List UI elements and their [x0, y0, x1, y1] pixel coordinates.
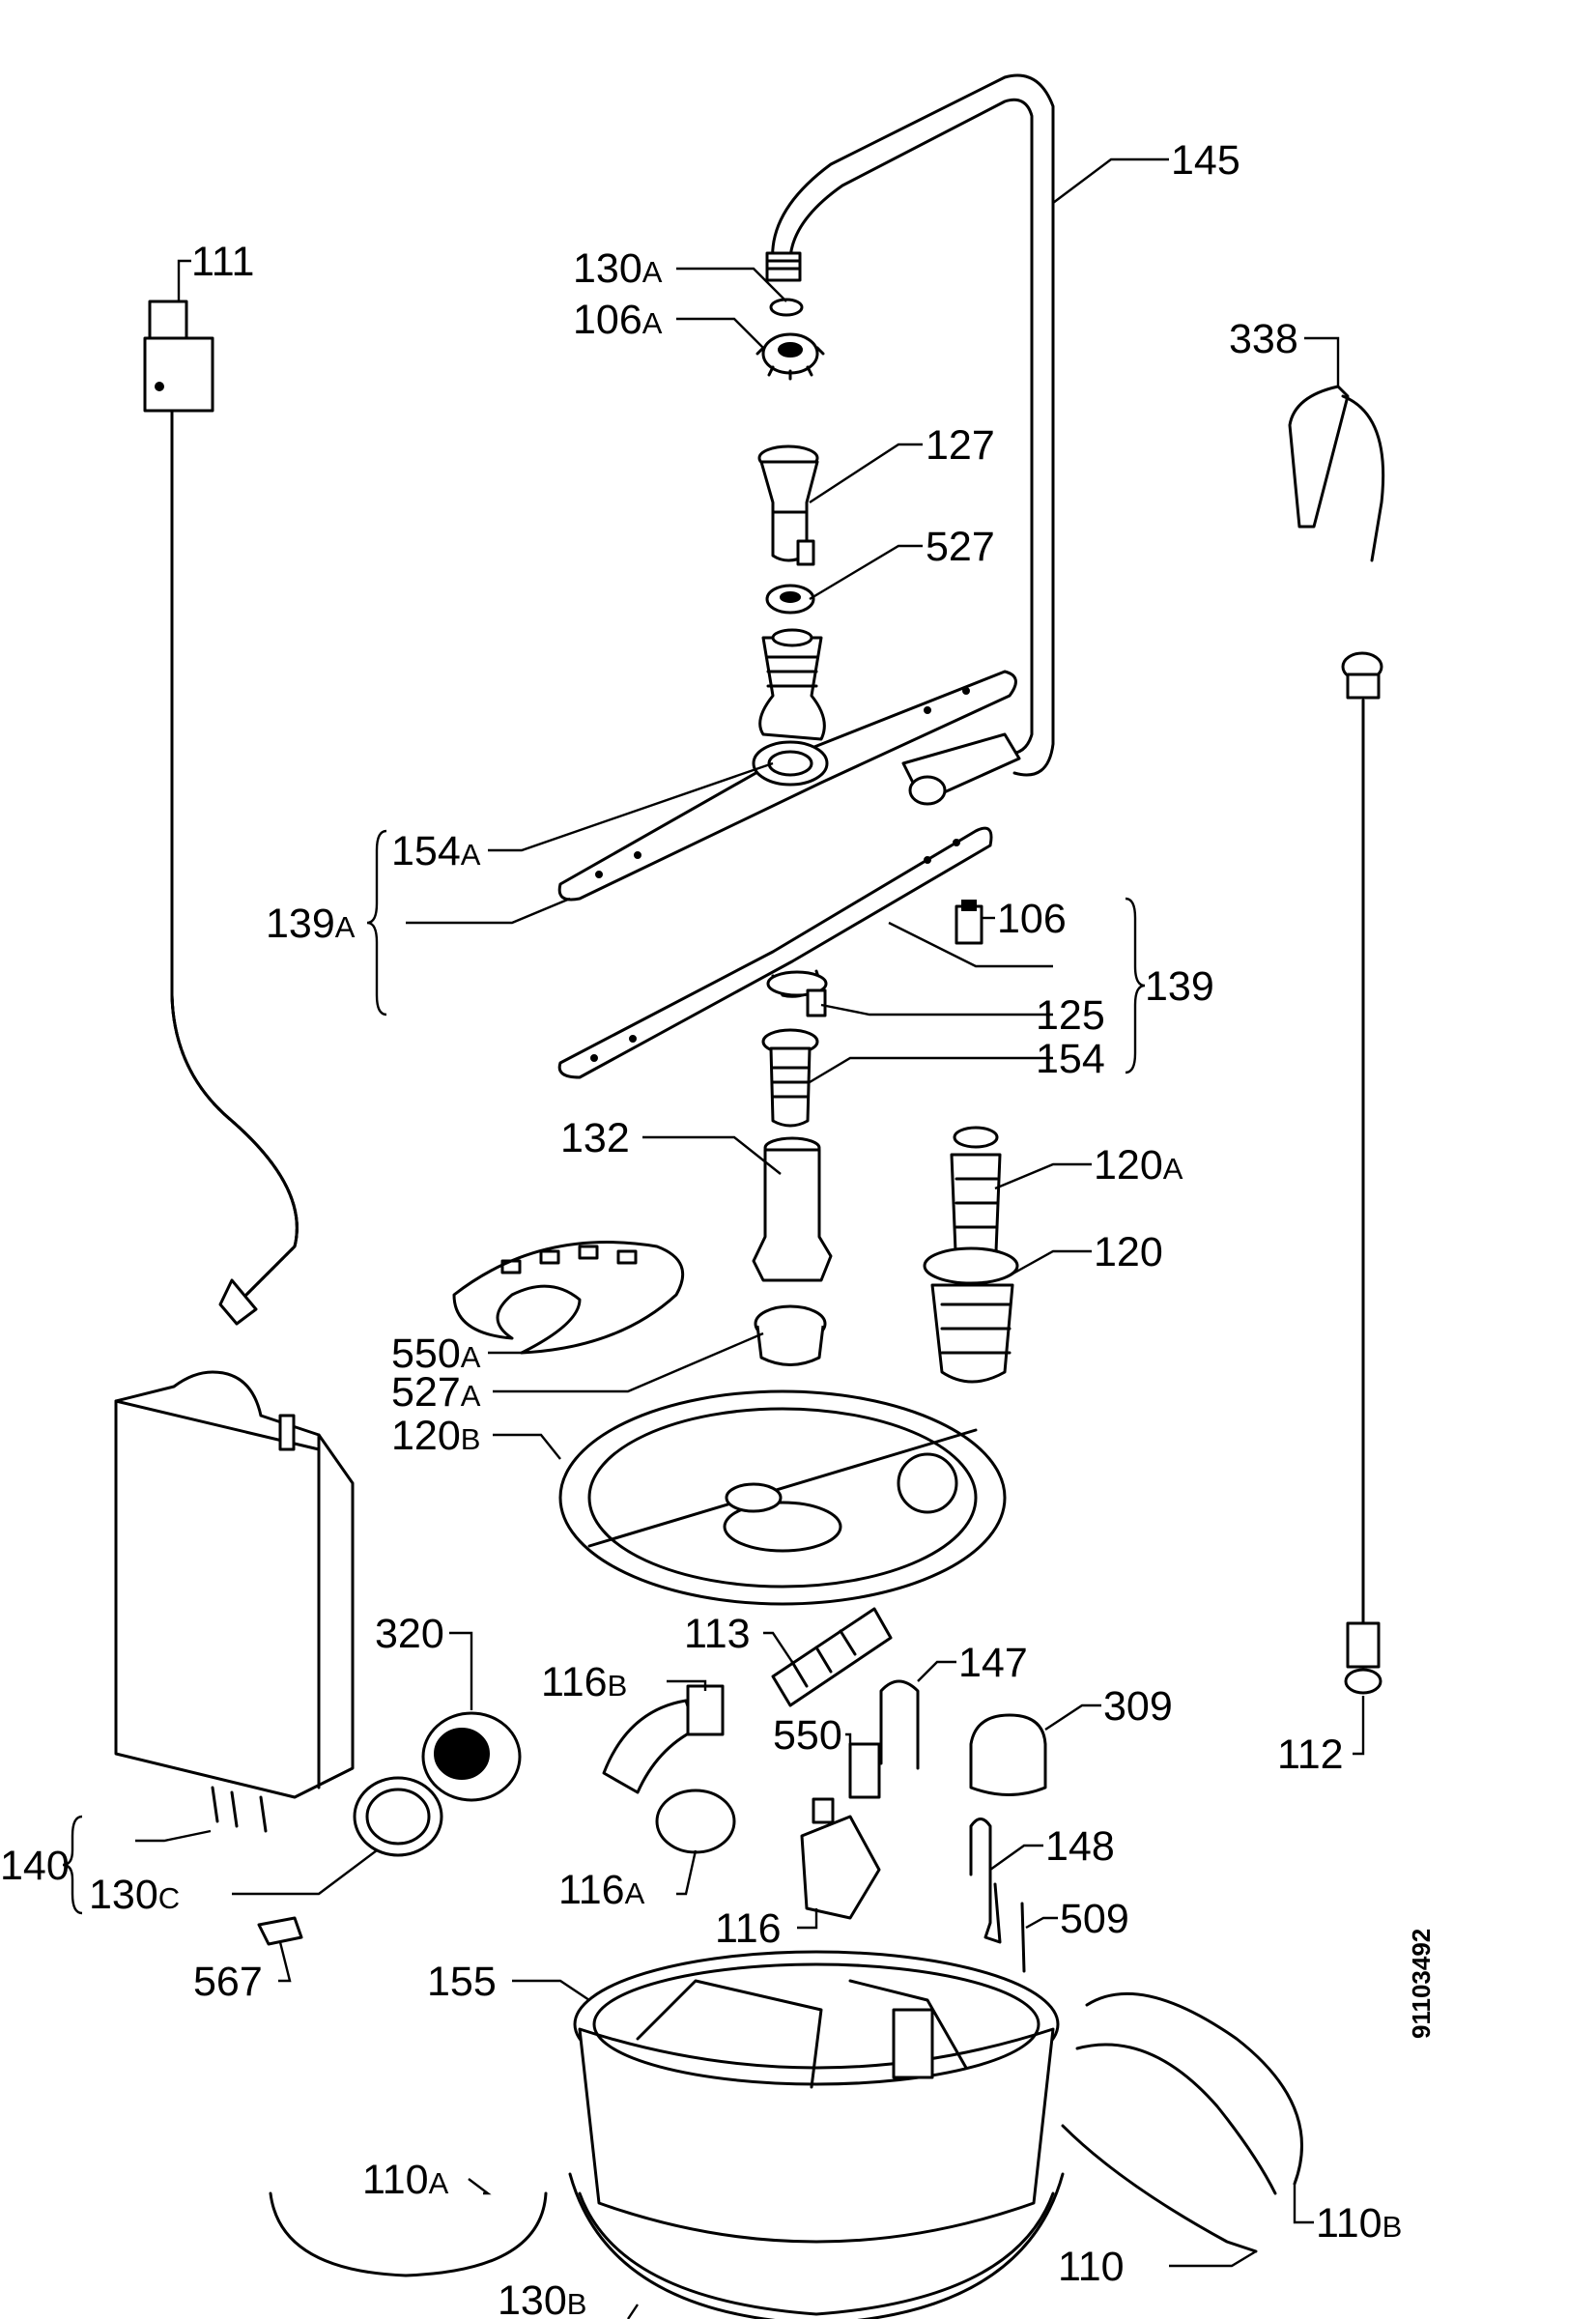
seal-130c — [353, 1776, 443, 1857]
label-550a: 550A — [391, 1331, 481, 1377]
tube-132 — [752, 1136, 833, 1282]
label-106a: 106A — [573, 297, 663, 343]
clamp-338 — [1288, 385, 1385, 562]
label-116: 116 — [715, 1905, 782, 1952]
label-130b: 130B — [498, 2277, 586, 2319]
label-130a: 130A — [573, 245, 663, 292]
label-120a: 120A — [1094, 1142, 1183, 1188]
hose-112 — [1341, 651, 1383, 1695]
label-127: 127 — [926, 422, 995, 469]
label-111: 111 — [191, 239, 254, 285]
hose-110 — [1061, 2124, 1258, 2253]
label-338: 338 — [1229, 316, 1298, 362]
label-130c: 130C — [89, 1872, 180, 1918]
diagram-code: 91103492 — [1407, 1929, 1436, 2039]
gasket-130b — [568, 2172, 1065, 2319]
label-148: 148 — [1045, 1823, 1115, 1870]
label-106: 106 — [997, 896, 1067, 942]
valve-116a — [655, 1789, 736, 1854]
label-309: 309 — [1103, 1683, 1173, 1730]
clip-106 — [955, 900, 983, 945]
connector-127 — [757, 444, 819, 566]
label-154: 154 — [1036, 1036, 1105, 1082]
disc-550a — [452, 1241, 685, 1355]
block-550 — [848, 1742, 881, 1799]
label-125: 125 — [1036, 992, 1105, 1039]
hose-110b — [1085, 1991, 1303, 2186]
cap-309 — [969, 1713, 1047, 1796]
label-320: 320 — [375, 1611, 444, 1657]
spray-pipe-145 — [765, 73, 1055, 806]
label-110a: 110A — [362, 2157, 449, 2203]
label-145: 145 — [1171, 137, 1240, 184]
label-140: 140 — [0, 1843, 70, 1889]
label-154a: 154A — [391, 828, 481, 874]
label-112: 112 — [1277, 1732, 1344, 1778]
label-120: 120 — [1094, 1229, 1163, 1275]
label-120b: 120B — [391, 1413, 480, 1459]
nut-527 — [765, 584, 815, 615]
callout-labels: 145 111 130A 106A 338 127 527 154A 139A … — [0, 137, 1436, 2319]
label-527a: 527A — [391, 1369, 481, 1416]
label-155: 155 — [427, 1959, 497, 2005]
clip-148 — [969, 1818, 1002, 1944]
label-132: 132 — [560, 1115, 630, 1161]
sump-155 — [573, 1950, 1060, 2244]
label-139: 139 — [1145, 963, 1214, 1010]
label-139a: 139A — [266, 901, 356, 947]
nut-527a — [754, 1304, 827, 1366]
label-550: 550 — [773, 1712, 842, 1759]
bearing-154 — [761, 1028, 819, 1128]
leader-lines — [62, 157, 1365, 2319]
pin-509 — [1020, 1902, 1026, 1973]
clip-567 — [257, 1916, 303, 1946]
label-567: 567 — [193, 1959, 263, 2005]
collar-125 — [766, 970, 828, 1017]
label-116a: 116A — [558, 1867, 645, 1913]
valve-116b — [602, 1684, 725, 1794]
hose-connector-113 — [771, 1607, 893, 1707]
hose-110a — [269, 2191, 548, 2277]
label-509: 509 — [1060, 1896, 1129, 1942]
hose-111 — [143, 300, 299, 1326]
hose-110b-inner — [1075, 2043, 1277, 2195]
filter-120 — [923, 1246, 1019, 1384]
label-113: 113 — [684, 1611, 751, 1657]
label-147: 147 — [958, 1640, 1028, 1686]
o-ring-130a — [769, 298, 804, 317]
label-110b: 110B — [1316, 2200, 1402, 2247]
label-116b: 116B — [541, 1659, 627, 1705]
tray-120b — [558, 1389, 1007, 1606]
label-110: 110 — [1058, 2244, 1125, 2290]
spray-arm-154a — [557, 628, 1017, 902]
water-softener-140 — [114, 1370, 355, 1833]
cap-320 — [421, 1711, 522, 1802]
nut-106a — [755, 332, 825, 381]
valve-116 — [800, 1797, 881, 1920]
pin-147 — [879, 1679, 920, 1770]
label-527: 527 — [926, 524, 995, 570]
